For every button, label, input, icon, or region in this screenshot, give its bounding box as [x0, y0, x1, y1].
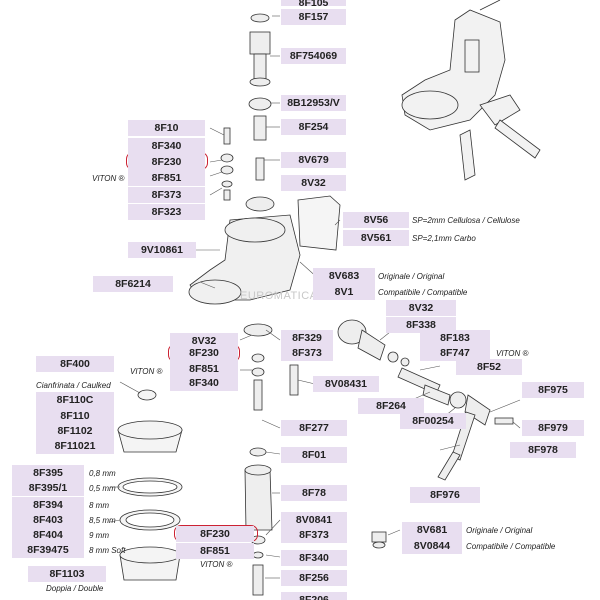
double-note: Doppia / Double	[46, 584, 104, 593]
part-label[interactable]: 8F39475	[12, 542, 84, 558]
compatible-note: Compatibile / Compatible	[378, 288, 468, 297]
thickness-note: 0,8 mm	[89, 469, 116, 478]
part-label[interactable]: 8F754069	[281, 48, 346, 64]
part-label[interactable]: 8V0841	[281, 512, 347, 528]
gasket-spec-note: SP=2,1mm Carbo	[412, 234, 476, 243]
part-label[interactable]: 8F340	[281, 550, 347, 566]
part-label[interactable]: 8F183	[420, 330, 490, 346]
original-note: Originale / Original	[378, 272, 445, 281]
part-label[interactable]: 8F340	[128, 138, 205, 154]
part-label[interactable]: 8F78	[281, 485, 347, 501]
part-label[interactable]: 8F230	[176, 526, 254, 542]
part-label[interactable]: 8F00254	[400, 413, 466, 429]
part-label[interactable]: 8V561	[343, 230, 409, 246]
mid-stack	[243, 323, 299, 596]
part-label[interactable]: 8F329	[281, 330, 333, 346]
part-label[interactable]: 8F11021	[36, 438, 114, 454]
part-label[interactable]: 8F254	[281, 119, 346, 135]
part-label[interactable]: 8V32	[386, 300, 456, 316]
gasket-spec-note: SP=2mm Cellulosa / Cellulose	[412, 216, 520, 225]
caulked-note: Cianfrinata / Caulked	[36, 381, 111, 390]
part-label[interactable]: 8F395	[12, 465, 84, 481]
lever-arm-parts	[337, 319, 514, 481]
original-note: Originale / Original	[466, 526, 533, 535]
part-label[interactable]: 9V10861	[128, 242, 196, 258]
thickness-note: 8 mm	[89, 501, 109, 510]
part-label[interactable]: 8F110C	[36, 392, 114, 408]
part-label[interactable]: 8F851	[176, 543, 254, 559]
left-pin-group	[220, 127, 234, 201]
viton-note: VITON ®	[496, 349, 529, 358]
part-label[interactable]: 8V0844	[402, 538, 462, 554]
part-label[interactable]: 8V1	[313, 284, 375, 300]
filter-parts-left	[117, 389, 183, 581]
part-label[interactable]: 8F373	[281, 527, 347, 543]
part-label[interactable]: 8F403	[12, 512, 84, 528]
valve-stem-top	[245, 13, 275, 212]
viton-note: VITON ®	[92, 174, 125, 183]
part-label[interactable]: 8V683	[313, 268, 375, 284]
gasket-plate	[297, 195, 341, 251]
part-label[interactable]: 8F230	[128, 154, 205, 170]
part-label[interactable]: 8F340	[170, 375, 238, 391]
part-label[interactable]: 8V56	[343, 212, 409, 228]
viton-note: VITON ®	[130, 367, 163, 376]
part-label[interactable]: 8F323	[128, 204, 205, 220]
part-label[interactable]: 8F157	[281, 9, 346, 25]
part-label[interactable]: 8F110	[36, 408, 114, 424]
thickness-note: 0,5 mm	[89, 484, 116, 493]
part-label[interactable]: 8F52	[456, 359, 522, 375]
part-label[interactable]: 8F256	[281, 570, 347, 586]
part-label[interactable]: 8F373	[128, 187, 205, 203]
part-label[interactable]: 8F851	[170, 361, 238, 377]
part-label[interactable]: 8F975	[522, 382, 584, 398]
thickness-note: 8 mm Soft	[89, 546, 126, 555]
part-label[interactable]: 8V08431	[313, 376, 379, 392]
compatible-note: Compatibile / Compatible	[466, 542, 556, 551]
part-label[interactable]: 8F6214	[93, 276, 173, 292]
part-label[interactable]: 8F979	[522, 420, 584, 436]
part-label[interactable]: 8F277	[281, 420, 347, 436]
part-label[interactable]: 8F1102	[36, 423, 114, 439]
part-label[interactable]: 8F394	[12, 497, 84, 513]
part-label[interactable]: 8V679	[281, 152, 346, 168]
part-label[interactable]: 8F338	[386, 317, 456, 333]
leader-lines	[109, 15, 521, 579]
viton-note: VITON ®	[200, 560, 233, 569]
thickness-note: 9 mm	[89, 531, 109, 540]
thickness-note: 8,5 mm	[89, 516, 116, 525]
fitting-bottom-right	[371, 531, 387, 549]
part-label[interactable]: 8F976	[410, 487, 480, 503]
part-label[interactable]: 8B12953/V	[281, 95, 346, 111]
assembled-group-sketch	[401, 9, 541, 181]
part-label[interactable]: 8F373	[281, 345, 333, 361]
part-label[interactable]: 8F01	[281, 447, 347, 463]
part-label[interactable]: 8F747	[420, 345, 490, 361]
part-label[interactable]: 8F400	[36, 356, 114, 372]
part-label[interactable]: 8F264	[358, 398, 424, 414]
part-label[interactable]: 8F206	[281, 592, 347, 600]
part-label[interactable]: 8V32	[281, 175, 346, 191]
part-label[interactable]: 8F1103	[28, 566, 106, 582]
part-label[interactable]: 8F230	[170, 345, 238, 361]
group-head-body	[188, 214, 301, 305]
part-label[interactable]: 8F978	[510, 442, 576, 458]
part-label[interactable]: 8F404	[12, 527, 84, 543]
part-label[interactable]: 8F395/1	[12, 480, 84, 496]
part-label[interactable]: 8F105	[281, 0, 346, 6]
part-label[interactable]: 8F851	[128, 170, 205, 186]
part-label[interactable]: 8V681	[402, 522, 462, 538]
part-label[interactable]: 8F10	[128, 120, 205, 136]
